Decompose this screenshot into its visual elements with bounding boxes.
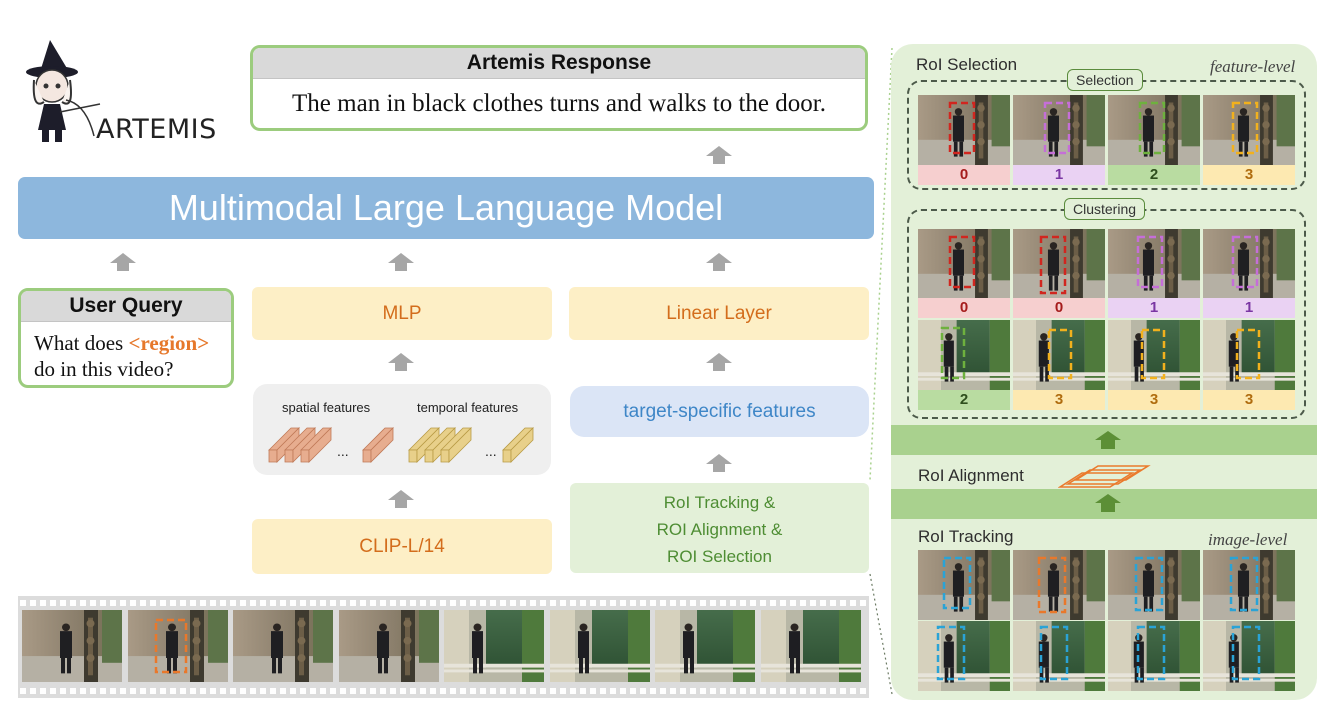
selection-cluster-label: 1: [1013, 165, 1105, 185]
clustering-label: 3: [1013, 390, 1105, 410]
response-title: Artemis Response: [253, 48, 865, 79]
clustering-label: 0: [1013, 298, 1105, 318]
tracking-thumb: [1013, 550, 1105, 620]
artemis-mascot-icon: [22, 40, 102, 145]
video-frame: [655, 610, 755, 682]
roi-line1: RoI Tracking &: [663, 493, 776, 512]
temporal-feature-tokens-icon: ...: [408, 427, 534, 463]
film-sprockets-bottom: [18, 687, 869, 695]
up-arrow-icon: [706, 146, 732, 164]
user-query-prefix: What does: [34, 331, 129, 355]
green-up-arrow-icon: [1094, 431, 1122, 449]
up-arrow-icon: [706, 454, 732, 472]
clustering-thumb: [1013, 320, 1105, 390]
response-text: The man in black clothes turns and walks…: [292, 90, 826, 117]
film-sprockets-top: [18, 599, 869, 607]
target-specific-features-block: target-specific features: [570, 386, 869, 437]
visual-features-box: spatial features temporal features ... .…: [253, 384, 551, 475]
up-arrow-icon: [706, 353, 732, 371]
feature-level-label: feature-level: [1210, 57, 1296, 76]
roi-line3: ROI Selection: [667, 547, 772, 566]
spatial-feature-tokens-icon: ...: [268, 427, 394, 463]
spatial-features-label: spatial features: [282, 400, 371, 415]
user-query-title: User Query: [21, 291, 231, 322]
clustering-label: 2: [918, 390, 1010, 410]
tracking-thumb: [1108, 550, 1200, 620]
mllm-bar: Multimodal Large Language Model: [18, 177, 874, 239]
clustering-thumb: [918, 229, 1010, 299]
tracking-thumb: [1203, 550, 1295, 620]
region-token: <region>: [128, 331, 210, 355]
clustering-thumb: [1108, 229, 1200, 299]
up-arrow-icon: [706, 253, 732, 271]
video-frame: [761, 610, 861, 682]
selection-cluster-label: 2: [1108, 165, 1200, 185]
panel-connector-lines: [869, 47, 893, 695]
mlp-block: MLP: [252, 287, 552, 340]
roi-process-block: RoI Tracking & ROI Alignment & ROI Selec…: [570, 483, 869, 573]
clustering-label: 1: [1203, 298, 1295, 318]
video-film-strip: [18, 596, 869, 698]
selection-cluster-label: 3: [1203, 165, 1295, 185]
user-query-box: User Query What does <region> do in this…: [18, 288, 234, 388]
linear-layer-block: Linear Layer: [569, 287, 869, 340]
tracking-thumb: [1108, 621, 1200, 691]
roi-selection-title: RoI Selection: [916, 55, 1018, 74]
clustering-label: 3: [1203, 390, 1295, 410]
clustering-label: 3: [1108, 390, 1200, 410]
up-arrow-icon: [110, 253, 136, 271]
tracking-thumb: [1013, 621, 1105, 691]
temporal-ellipsis: ...: [485, 443, 497, 459]
selection-tag: Selection: [1067, 69, 1143, 91]
selection-cluster-label: 0: [918, 165, 1010, 185]
image-level-label: image-level: [1208, 530, 1288, 549]
user-query-line2: do in this video?: [34, 357, 174, 381]
tracking-thumb: [918, 550, 1010, 620]
spatial-ellipsis: ...: [337, 443, 349, 459]
temporal-features-label: temporal features: [417, 400, 519, 415]
selection-thumb: [1108, 95, 1200, 165]
clustering-thumb: [918, 320, 1010, 390]
selection-thumb: [1203, 95, 1295, 165]
video-frame: [22, 610, 122, 682]
clustering-thumb: [1203, 320, 1295, 390]
green-up-arrow-icon: [1094, 494, 1122, 512]
clustering-thumb: [1108, 320, 1200, 390]
video-frame: [550, 610, 650, 682]
roi-alignment-layers-icon: [1058, 465, 1151, 488]
clustering-label: 0: [918, 298, 1010, 318]
clustering-thumb: [1013, 229, 1105, 299]
selection-thumb: [1013, 95, 1105, 165]
selection-thumb: [918, 95, 1010, 165]
clustering-label: 1: [1108, 298, 1200, 318]
logo-text: ARTEMIS: [96, 114, 217, 145]
video-frame: [444, 610, 544, 682]
clustering-thumb: [1203, 229, 1295, 299]
clip-encoder-block: CLIP-L/14: [252, 519, 552, 574]
roi-tracking-title: RoI Tracking: [918, 527, 1014, 546]
up-arrow-icon: [388, 353, 414, 371]
up-arrow-icon: [388, 490, 414, 508]
user-query-text: What does <region> do in this video?: [21, 322, 231, 382]
video-frame: [233, 610, 333, 682]
video-frame-query: [128, 610, 228, 682]
artemis-response-box: Artemis Response The man in black clothe…: [250, 45, 868, 131]
up-arrow-icon: [388, 253, 414, 271]
roi-line2: ROI Alignment &: [656, 520, 783, 539]
video-frame: [339, 610, 439, 682]
roi-alignment-title: RoI Alignment: [918, 466, 1024, 485]
clustering-tag: Clustering: [1064, 198, 1146, 220]
tracking-thumb: [1203, 621, 1295, 691]
tracking-thumb: [918, 621, 1010, 691]
